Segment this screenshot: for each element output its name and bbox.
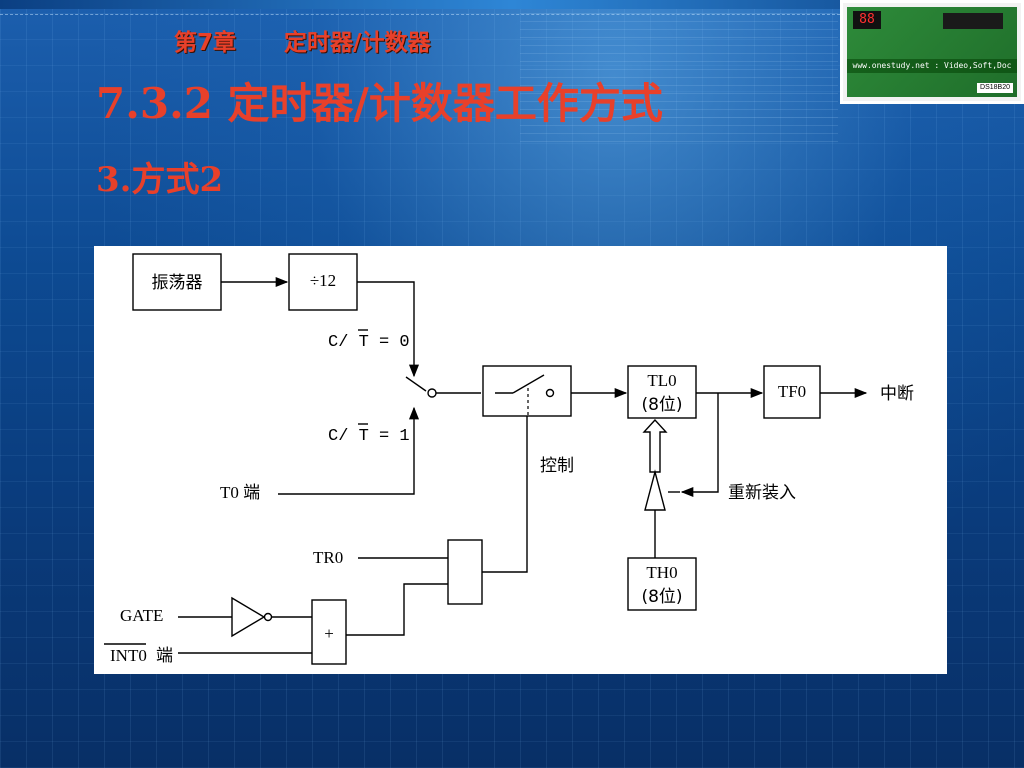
or-to-and-line [346,583,448,636]
mode2-diagram: 振荡器 ÷12 C/ T = 0 C/ T = 1 T0 端 控制 TL0 (8… [94,246,947,674]
slide-subtitle: 3.方式2 [96,160,224,200]
board-url-text: www.onestudy.net : Video,Soft,Doc [847,59,1017,73]
control-switch-box [482,365,572,417]
div-to-switch-arrow [357,281,420,378]
board-image: 88 www.onestudy.net : Video,Soft,Doc DS1… [847,7,1017,97]
diagram-svg: 振荡器 ÷12 C/ T = 0 C/ T = 1 T0 端 控制 TL0 (8… [104,253,914,666]
th0-label: TH0 [646,563,677,582]
tr0-label: TR0 [313,548,343,567]
t0-to-switch-arrow [278,406,420,495]
tl0-label: TL0 [647,371,676,390]
gate-label: GATE [120,606,163,625]
slide-title: 7.3.2 定时器/计数器工作方式 [96,79,663,128]
circuit-board-photo: 88 www.onestudy.net : Video,Soft,Doc DS1… [840,0,1024,104]
dashed-divider [0,14,840,15]
tl0-bits-label: (8位) [641,395,682,415]
int0-suffix-label: 端 [156,646,173,666]
reload-feedback-arrow [680,393,719,498]
reload-buffer-gate [644,469,666,511]
led-display: 88 [853,11,881,29]
inverter-bubble [263,612,273,622]
tf0-label: TF0 [778,382,806,401]
inverter-gate [231,596,266,638]
mode-switch-pivot [427,388,437,398]
top-strip [0,0,1024,9]
chapter-heading: 第7章 定时器/计数器 [174,30,431,56]
board-tag: DS18B20 [977,83,1013,93]
tf0-box [763,365,821,419]
control-label: 控制 [540,456,574,476]
int0-label: INT0 [110,646,147,665]
decorative-code-panel [520,12,838,142]
ct-one-label: C/ T = 1 [328,427,410,446]
control-switch-contact [545,388,555,398]
mode-switch-blade [405,376,427,392]
th0-box [627,557,697,611]
or-gate-box [311,599,347,665]
t0-pin-label: T0 端 [220,483,260,502]
interrupt-label: 中断 [880,384,914,404]
or-gate-label: + [324,624,334,643]
divider-label: ÷12 [310,271,336,290]
oscillator-label: 振荡器 [152,273,203,293]
and-gate-box [447,539,483,605]
chip-icon [943,13,1003,29]
reload-hollow-arrow [642,418,668,473]
tl0-box [627,365,697,419]
and-to-control-line [482,416,528,573]
divider-box [288,253,358,311]
reload-label: 重新装入 [728,483,796,503]
ct-zero-label: C/ T = 0 [328,333,410,352]
control-switch-blade [512,374,545,394]
th0-bits-label: (8位) [641,587,682,607]
